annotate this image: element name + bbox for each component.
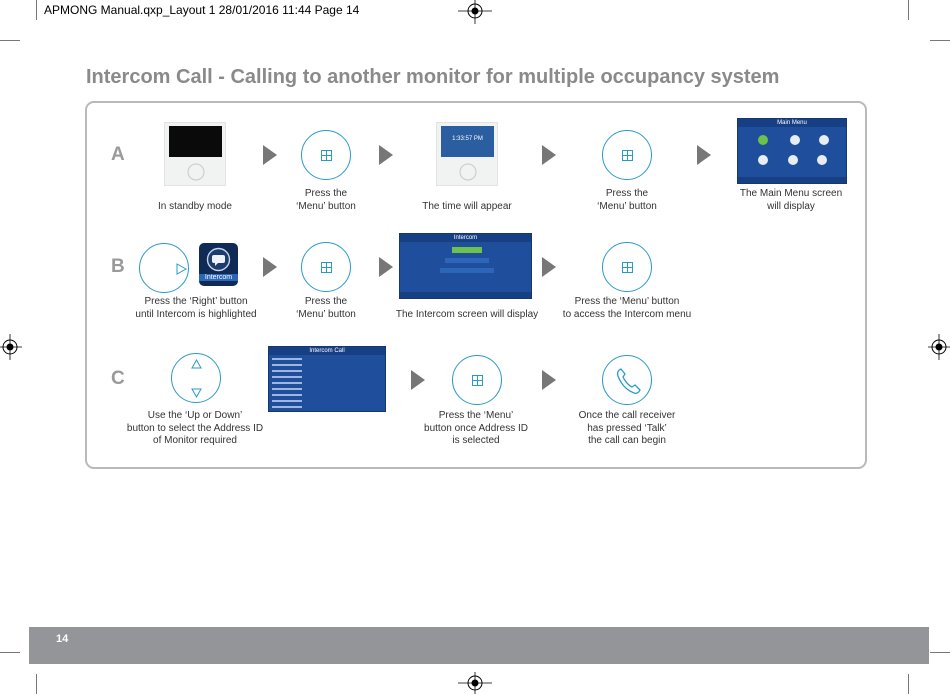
crop-mark xyxy=(930,40,950,41)
monitor-time-image: 1:33:57 PM xyxy=(436,122,498,186)
crop-mark xyxy=(36,674,37,694)
caption-c1: Use the ‘Up or Down’ button to select th… xyxy=(126,410,264,446)
arrow-icon xyxy=(379,257,393,277)
menu-button-a2[interactable] xyxy=(602,130,652,180)
down-arrow-icon xyxy=(191,388,202,398)
caption-a2: Press the ‘Menu’ button xyxy=(296,188,356,212)
caption-c3: Press the ‘Menu’ button once Address ID … xyxy=(424,410,528,446)
arrow-icon xyxy=(697,145,711,165)
chat-bubble-icon xyxy=(206,247,231,272)
instructions-panel xyxy=(85,101,867,469)
crop-mark xyxy=(930,652,950,653)
intercom-menu-icon: Intercom xyxy=(199,243,238,286)
row-letter-a: A xyxy=(111,144,125,165)
arrow-icon xyxy=(379,145,393,165)
menu-button-a1[interactable] xyxy=(301,130,351,180)
registration-mark-bottom xyxy=(458,672,492,694)
registration-mark-left xyxy=(0,334,22,360)
caption-a1: In standby mode xyxy=(158,201,232,212)
menu-icon xyxy=(622,150,633,161)
menu-icon xyxy=(622,262,633,273)
menu-icon xyxy=(321,150,332,161)
crop-mark xyxy=(908,674,909,694)
crop-mark xyxy=(36,0,37,20)
intercom-call-screen: Intercom Call xyxy=(268,346,386,412)
arrow-icon xyxy=(542,257,556,277)
up-arrow-icon xyxy=(191,359,202,369)
registration-mark-right xyxy=(928,334,950,360)
intercom-screen: Intercom xyxy=(399,233,532,299)
footer-bar xyxy=(29,627,929,664)
main-menu-title: Main Menu xyxy=(738,119,846,127)
up-down-button[interactable] xyxy=(171,353,221,403)
intercom-icon-label: Intercom xyxy=(199,274,238,281)
caption-b2: Press the ‘Menu’ button xyxy=(296,296,356,320)
row-letter-b: B xyxy=(111,256,125,277)
arrow-icon xyxy=(263,145,277,165)
arrow-icon xyxy=(542,145,556,165)
intercom-screen-title: Intercom xyxy=(400,234,531,242)
intercom-call-title: Intercom Call xyxy=(269,347,385,355)
main-menu-screen: Main Menu xyxy=(737,118,847,184)
menu-button-b1[interactable] xyxy=(301,242,351,292)
crop-mark xyxy=(0,652,20,653)
page-number: 14 xyxy=(56,633,69,645)
row-letter-c: C xyxy=(111,368,125,389)
caption-c4: Once the call receiver has pressed ‘Talk… xyxy=(578,410,676,446)
caption-a4: Press the ‘Menu’ button xyxy=(597,188,657,212)
caption-a5: The Main Menu screen will display xyxy=(739,188,843,212)
caption-a3: The time will appear xyxy=(422,201,512,212)
arrow-icon xyxy=(411,370,425,390)
page-title: Intercom Call - Calling to another monit… xyxy=(86,66,780,88)
caption-b4: Press the ‘Menu’ button to access the In… xyxy=(562,296,692,320)
right-button[interactable] xyxy=(139,243,189,293)
menu-icon xyxy=(472,375,483,386)
right-arrow-icon xyxy=(176,263,187,275)
caption-b3: The Intercom screen will display xyxy=(395,309,539,320)
menu-icon xyxy=(321,262,332,273)
time-display: 1:33:57 PM xyxy=(452,136,483,142)
arrow-icon xyxy=(542,370,556,390)
menu-button-c1[interactable] xyxy=(452,355,502,405)
print-header: APMONG Manual.qxp_Layout 1 28/01/2016 11… xyxy=(44,3,360,17)
registration-mark-top xyxy=(458,0,492,24)
arrow-icon xyxy=(263,257,277,277)
crop-mark xyxy=(0,40,20,41)
monitor-standby-image xyxy=(164,122,226,186)
phone-handset-icon xyxy=(616,368,641,394)
crop-mark xyxy=(908,0,909,20)
caption-b1: Press the ‘Right’ button until Intercom … xyxy=(135,296,257,320)
talk-button[interactable] xyxy=(602,355,652,405)
menu-button-b2[interactable] xyxy=(602,242,652,292)
